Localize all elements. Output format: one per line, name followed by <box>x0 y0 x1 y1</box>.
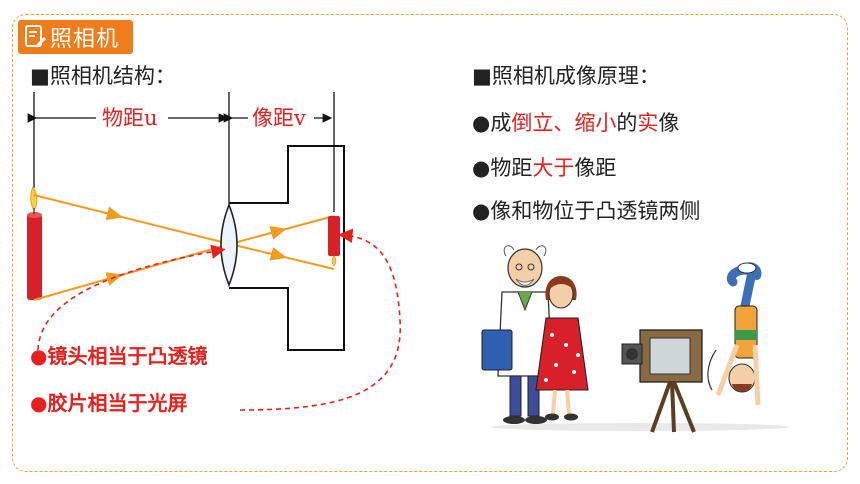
bullet-dot: ● <box>472 111 491 135</box>
object-distance-dimension: 物距u <box>27 92 230 210</box>
bullet-dot: ● <box>472 156 491 180</box>
camera-body <box>229 145 345 351</box>
document-edit-icon <box>25 25 46 48</box>
slide-frame <box>12 14 848 472</box>
principle-text: 像 <box>658 111 680 135</box>
girl-figure <box>535 276 589 421</box>
principle-item: ●物距大于像距 <box>472 152 616 182</box>
principle-highlight-text: 倒立 <box>511 111 554 135</box>
section-title: 照相机 <box>50 27 120 52</box>
principle-highlight-text: 实 <box>637 111 659 135</box>
principle-highlight-text: 缩小 <box>574 111 617 135</box>
bullet-dot: ● <box>472 199 491 223</box>
principle-text: 物距 <box>490 156 533 180</box>
lens-note: ●镜头相当于凸透镜 <box>30 344 208 368</box>
section-title-badge: 照相机 <box>18 20 133 54</box>
lens-pointer-arrow <box>37 244 226 351</box>
inverted-image <box>328 216 340 267</box>
principle-item: ●成倒立、缩小的实像 <box>472 107 679 137</box>
film-note: ●胶片相当于光屏 <box>30 391 188 415</box>
principle-highlight-text: 大于 <box>532 156 575 180</box>
image-distance-dimension: 像距v <box>223 92 335 212</box>
box-camera <box>621 329 703 433</box>
candle-object <box>27 185 42 300</box>
object-distance-label: 物距u <box>102 106 158 130</box>
convex-lens <box>220 202 238 288</box>
camera-structure-heading: ■照相机结构： <box>30 64 176 88</box>
film-pointer-arrow <box>239 228 401 411</box>
principle-highlight-text: 、 <box>553 111 575 135</box>
imaging-principle-heading: ■照相机成像原理： <box>472 64 660 88</box>
handstand-boy-figure <box>707 262 762 406</box>
image-distance-label: 像距v <box>252 106 306 130</box>
principle-text: 成 <box>490 111 512 135</box>
principle-item: ●像和物位于凸透镜两侧 <box>472 195 700 225</box>
light-rays <box>33 194 335 301</box>
photographer-cartoon-illustration <box>481 245 790 433</box>
principle-text: 的 <box>616 111 638 135</box>
principle-text: 像距 <box>574 156 617 180</box>
scientist-figure <box>481 245 553 424</box>
principle-text: 像和物位于凸透镜两侧 <box>490 199 701 223</box>
